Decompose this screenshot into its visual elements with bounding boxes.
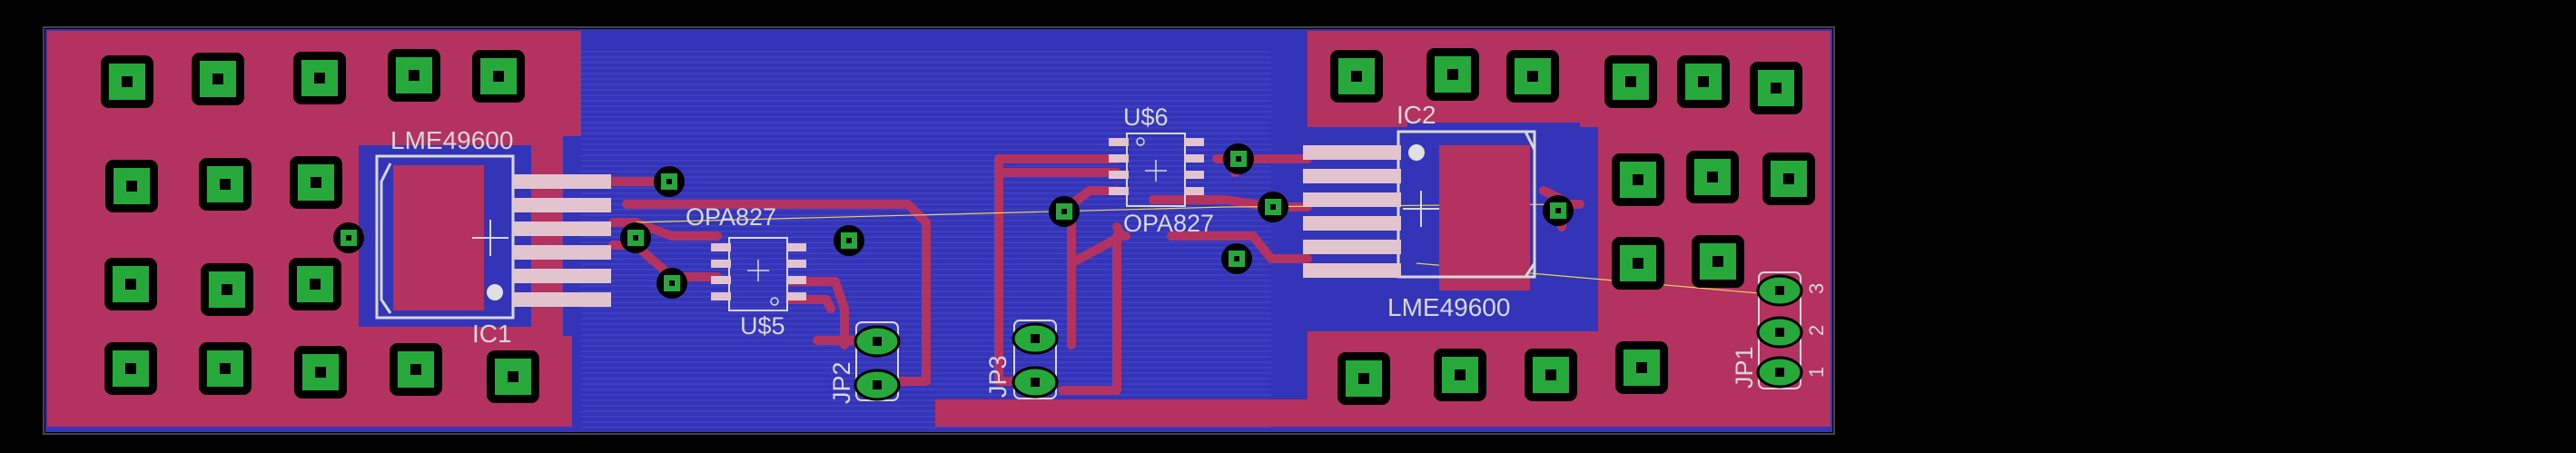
pad-drill-hole — [311, 177, 321, 188]
pad-drill-hole — [220, 179, 231, 190]
jp2-name-label: JP2 — [828, 361, 855, 404]
ic2-footprint — [1303, 130, 1536, 291]
copper-traces — [318, 154, 1584, 395]
u6-value-label: OPA827 — [1123, 210, 1214, 237]
via-drill-hole — [633, 235, 638, 241]
ic1-name-label: IC1 — [472, 320, 512, 348]
pad-drill-hole — [125, 279, 136, 290]
via-drill-hole — [1234, 256, 1239, 261]
pad-drill-hole — [126, 181, 137, 192]
via-drill-hole — [846, 238, 852, 243]
jumper-drill-hole — [1775, 368, 1784, 377]
u5-footprint — [711, 237, 806, 311]
via-drill-hole — [346, 235, 351, 241]
pad-drill-hole — [1455, 369, 1466, 380]
pad-drill-hole — [1783, 173, 1794, 184]
u5-name-label: U$5 — [740, 312, 785, 340]
board-outline — [43, 26, 1835, 435]
jp1-pin2-label: 2 — [1805, 325, 1828, 336]
top-copper-pour-left — [47, 31, 581, 427]
pad-drill-hole — [1707, 172, 1718, 182]
ic1-value-label: LME49600 — [390, 126, 513, 154]
pad-drill-hole — [508, 371, 518, 382]
pad-drill-hole — [409, 70, 419, 81]
via-drill-hole — [1555, 208, 1561, 213]
jumper-drill-hole — [1775, 286, 1784, 295]
via-drill-hole — [669, 281, 675, 286]
ic2-value-label: LME49600 — [1387, 293, 1510, 321]
pad-drill-hole — [1698, 76, 1709, 87]
u6-footprint — [1109, 133, 1204, 207]
top-copper-pour-right — [935, 31, 1831, 427]
jp1-pin1-label: 1 — [1805, 367, 1828, 378]
pad-drill-hole — [310, 279, 321, 290]
jumper-drill-hole — [1031, 334, 1040, 343]
via-drill-hole — [666, 179, 672, 184]
via-drill-hole — [1270, 204, 1276, 210]
pad-drill-hole — [212, 74, 223, 84]
pad-drill-hole — [1712, 256, 1723, 267]
pad-drill-hole — [122, 76, 133, 87]
pad-drill-hole — [222, 284, 232, 295]
pad-drill-hole — [1771, 83, 1781, 94]
u5-value-label: OPA827 — [686, 203, 776, 231]
ic2-name-label: IC2 — [1397, 101, 1436, 129]
pads-layer — [101, 48, 1815, 405]
pad-drill-hole — [493, 71, 504, 82]
pad-drill-hole — [1636, 362, 1647, 373]
pad-drill-hole — [1527, 71, 1538, 82]
via-drill-hole — [1236, 156, 1241, 162]
jp1-name-label: JP1 — [1731, 346, 1758, 389]
jp3-name-label: JP3 — [984, 355, 1012, 398]
u6-name-label: U$6 — [1123, 103, 1169, 131]
pad-drill-hole — [1447, 69, 1458, 80]
pad-drill-hole — [1625, 76, 1636, 87]
pad-drill-hole — [1545, 369, 1556, 380]
via-drill-hole — [1061, 209, 1067, 214]
pad-drill-hole — [1351, 71, 1362, 82]
pad-drill-hole — [1633, 258, 1643, 269]
pad-drill-hole — [1633, 174, 1643, 185]
jp1-pin3-label: 3 — [1805, 283, 1828, 294]
pad-drill-hole — [1358, 373, 1369, 384]
pad-drill-hole — [410, 364, 421, 375]
ic1-footprint — [375, 154, 611, 320]
jp3-outline — [1013, 320, 1057, 399]
jumper-drill-hole — [1775, 328, 1784, 337]
pad-drill-hole — [314, 73, 325, 84]
pad-drill-hole — [125, 363, 136, 374]
pad-drill-hole — [220, 363, 231, 374]
jumper-drill-hole — [1031, 378, 1040, 387]
jumper-drill-hole — [873, 337, 882, 346]
jumper-drill-hole — [873, 380, 882, 389]
pad-drill-hole — [315, 367, 326, 378]
